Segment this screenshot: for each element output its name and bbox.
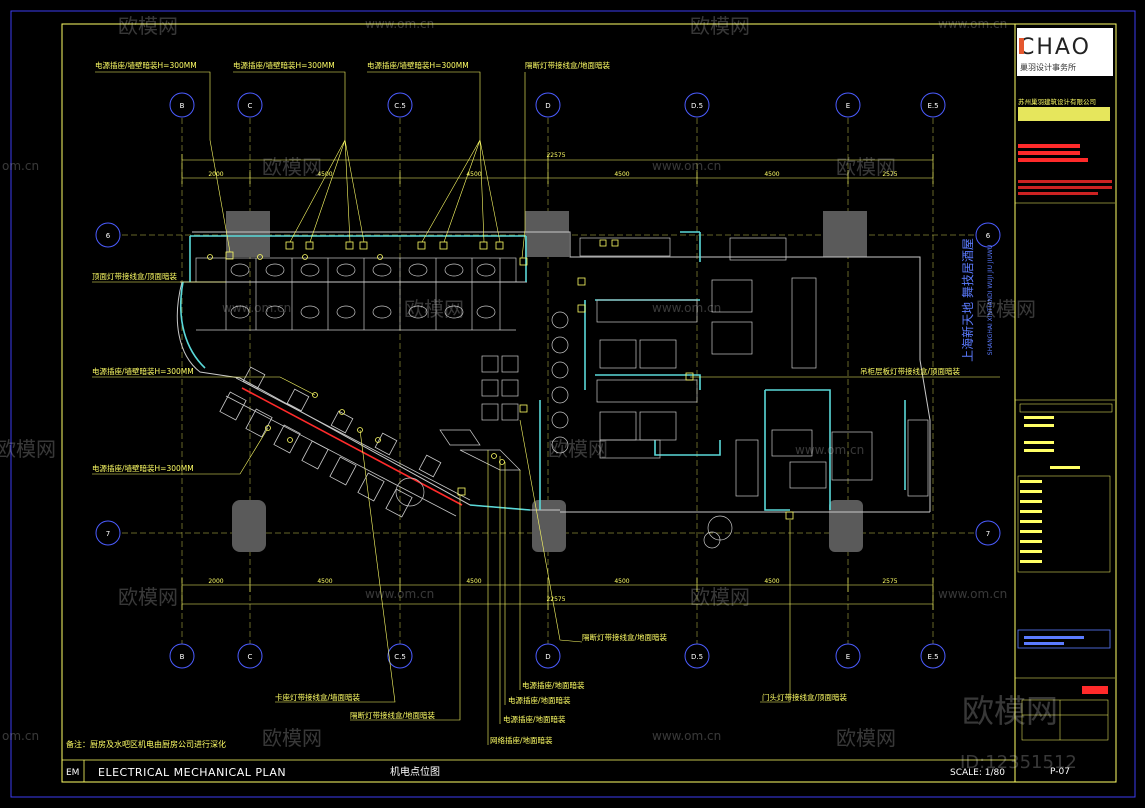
- dim-seg-bottom: 2000: [208, 578, 223, 585]
- watermark-brand: 欧模网: [836, 155, 896, 179]
- axis-label: 6: [986, 232, 991, 240]
- dim-seg-bottom: 2575: [882, 578, 897, 585]
- dim-seg-bottom: 4500: [317, 578, 332, 585]
- firm-logo: CHAO: [1019, 35, 1091, 60]
- watermark-brand: 欧模网: [118, 585, 178, 609]
- annotation-left: 顶面灯带接线盒/顶面暗装: [92, 271, 178, 281]
- annotation-right: 吊柜层板灯带接线盒/顶面暗装: [860, 366, 961, 376]
- drawing-frame: [61, 23, 1117, 783]
- watermark-site: om.cn: [2, 159, 39, 173]
- annotation-bottom: 电源插座/地面暗装: [508, 695, 571, 705]
- sheet-number: P-07: [1050, 767, 1070, 777]
- leader-lines: [92, 71, 1000, 745]
- annotation-bottom: 门头灯带接线盒/顶面暗装: [762, 692, 848, 702]
- axis-label: B: [180, 102, 185, 110]
- drawing-scale: SCALE: 1/80: [950, 768, 1005, 778]
- axis-label: 7: [106, 530, 110, 538]
- annotation-top: 电源插座/墙壁暗装H=300MM: [367, 60, 469, 70]
- annotation-bottom: 电源插座/地面暗装: [522, 680, 585, 690]
- axis-label: E: [846, 102, 850, 110]
- axis-label: D.5: [691, 653, 703, 661]
- watermark-site: www.om.cn: [795, 443, 864, 457]
- axis-label: C.5: [394, 102, 406, 110]
- dim-seg-bottom: 4500: [466, 578, 481, 585]
- annotation-bottom: 隔断灯带接线盒/地面暗装: [582, 632, 668, 642]
- axis-label: C.5: [394, 653, 406, 661]
- watermark-brand: 欧模网: [118, 14, 178, 38]
- drawing-code: EM: [66, 768, 79, 778]
- watermark-brand: 欧模网: [690, 585, 750, 609]
- annotation-bottom: 卡座灯带接线盒/墙面暗装: [275, 692, 361, 702]
- watermark-brand: 欧模网: [0, 437, 56, 461]
- axis-label: E: [846, 653, 850, 661]
- dim-seg-top: 2575: [882, 171, 897, 178]
- annotation-bottom: 电源插座/地面暗装: [503, 714, 566, 724]
- watermark-site: www.om.cn: [365, 587, 434, 601]
- drawing-note: 备注：厨房及水吧区机电由厨房公司进行深化: [66, 739, 226, 749]
- axis-label: D.5: [691, 102, 703, 110]
- watermark-brand: 欧模网: [404, 297, 464, 321]
- dim-seg-top: 4500: [614, 171, 629, 178]
- dim-seg-top: 4500: [466, 171, 481, 178]
- axis-label: E.5: [927, 102, 938, 110]
- watermark-site: www.om.cn: [365, 17, 434, 31]
- axis-label: C: [248, 653, 253, 661]
- annotation-bottom: 网络插座/地面暗装: [490, 735, 553, 745]
- annotation-left: 电源插座/墙壁暗装H=300MM: [92, 463, 194, 473]
- annotation-top: 电源插座/墙壁暗装H=300MM: [233, 60, 335, 70]
- booth-seating: [195, 257, 517, 331]
- annotation-left: 电源插座/墙壁暗装H=300MM: [92, 366, 194, 376]
- diagonal-counter: [219, 366, 471, 518]
- axis-label: 7: [986, 530, 990, 538]
- watermark-site: om.cn: [2, 729, 39, 743]
- drawing-title-en: ELECTRICAL MECHANICAL PLAN: [98, 766, 286, 779]
- axis-label: D: [545, 102, 550, 110]
- watermark-brand: 欧模网: [262, 155, 322, 179]
- watermark-brand: 欧模网: [548, 437, 608, 461]
- tables: [395, 311, 733, 549]
- drawing-title-cn: 机电点位图: [390, 765, 440, 778]
- annotation-top: 隔断灯带接线盒/地面暗装: [525, 60, 611, 70]
- axis-label: D: [545, 653, 550, 661]
- watermark-site: www.om.cn: [652, 729, 721, 743]
- axis-label: 6: [106, 232, 111, 240]
- electrical-symbols: [207, 239, 794, 520]
- axis-label: E.5: [927, 653, 938, 661]
- annotation-top: 电源插座/墙壁暗装H=300MM: [95, 60, 197, 70]
- kitchen-equipment: [579, 237, 929, 497]
- watermark-brand: 欧模网: [690, 14, 750, 38]
- dim-seg-bottom: 4500: [614, 578, 629, 585]
- annotation-bottom: 隔断灯带接线盒/地面暗装: [350, 710, 436, 720]
- title-block: CHAO 巢羽设计事务所 苏州巢羽建筑设计有限公司 上海新天地 舞技居酒屋 SH…: [960, 28, 1115, 741]
- watermark-site: www.om.cn: [938, 17, 1007, 31]
- watermark-site: www.om.cn: [652, 301, 721, 315]
- watermark-site: www.om.cn: [938, 587, 1007, 601]
- dim-seg-bottom: 4500: [764, 578, 779, 585]
- watermark-id: ID:12351512: [960, 752, 1077, 773]
- dim-overall-bottom: 22575: [546, 596, 565, 603]
- watermark-brand-large: 欧模网: [962, 692, 1058, 730]
- watermark-brand: 欧模网: [262, 726, 322, 750]
- axis-bubbles: [95, 92, 1001, 669]
- axis-label: C: [248, 102, 253, 110]
- sheet-border: [10, 10, 1136, 798]
- firm-logo-sub: 巢羽设计事务所: [1020, 62, 1076, 72]
- watermarks: 欧模网 欧模网 欧模网 欧模网 欧模网 欧模网 欧模网 欧模网 欧模网 欧模网 …: [0, 14, 1077, 773]
- watermark-brand: 欧模网: [836, 726, 896, 750]
- watermark-brand: 欧模网: [976, 297, 1036, 321]
- firm-name: 苏州巢羽建筑设计有限公司: [1018, 97, 1096, 106]
- axis-label: B: [180, 653, 185, 661]
- watermark-site: www.om.cn: [652, 159, 721, 173]
- dim-seg-top: 4500: [764, 171, 779, 178]
- project-name-en: SHANGHAI XINTIANDI WUJI JIU JIUWU: [987, 245, 994, 355]
- dim-seg-top: 4500: [317, 171, 332, 178]
- led-strip: [241, 387, 463, 506]
- dim-overall-top: 22575: [546, 152, 565, 159]
- structural-columns: [226, 211, 867, 552]
- project-name: 上海新天地 舞技居酒屋: [960, 238, 975, 362]
- watermark-site: www.om.cn: [222, 301, 291, 315]
